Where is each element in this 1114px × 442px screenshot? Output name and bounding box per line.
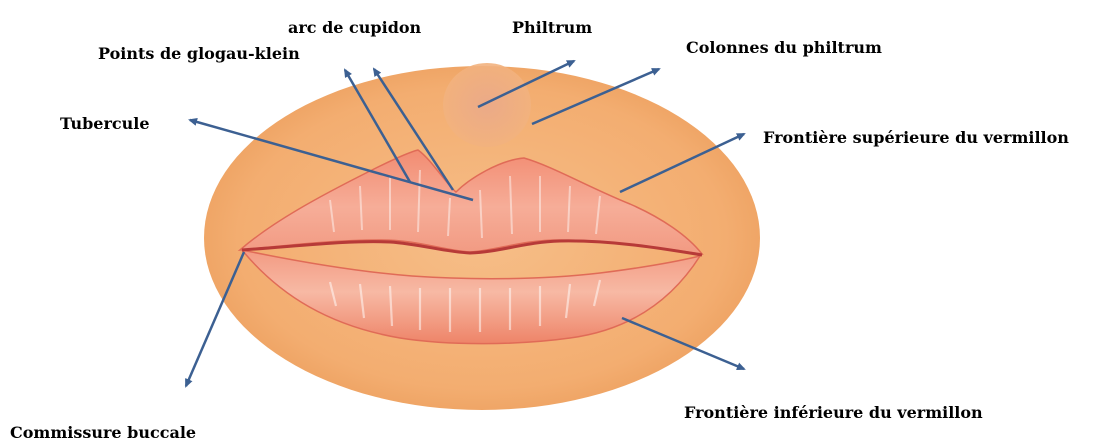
label-arc-de-cupidon: arc de cupidon [288, 20, 421, 36]
label-philtrum: Philtrum [512, 20, 592, 36]
label-commissure-buccale: Commissure buccale [10, 425, 196, 441]
label-frontiere-inferieure: Frontière inférieure du vermillon [684, 405, 983, 421]
philtrum-area [443, 63, 531, 147]
label-points-de-glogau-klein: Points de glogau-klein [98, 46, 300, 62]
label-frontiere-superieure: Frontière supérieure du vermillon [763, 130, 1069, 146]
label-tubercule: Tubercule [60, 116, 150, 132]
label-colonnes-du-philtrum: Colonnes du philtrum [686, 40, 882, 56]
